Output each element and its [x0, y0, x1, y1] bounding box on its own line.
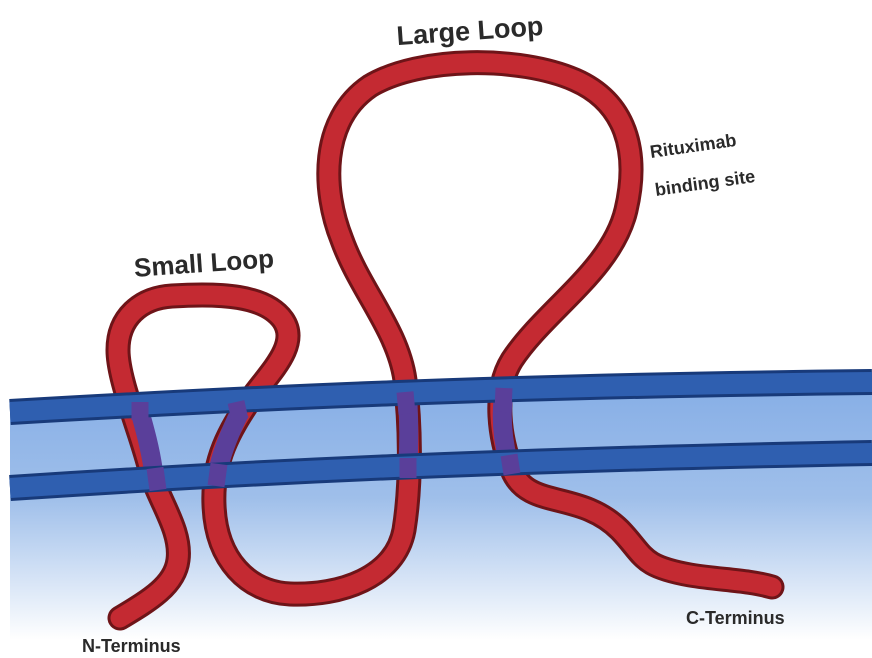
binding-site-label-line2: binding site: [654, 166, 757, 200]
n-terminus-label: N-Terminus: [82, 636, 181, 656]
small-loop-label: Small Loop: [133, 243, 275, 283]
binding-site-label-line1: Rituximab: [649, 130, 738, 162]
large-loop-label: Large Loop: [396, 11, 545, 51]
c-terminus-label: C-Terminus: [686, 608, 785, 628]
transmembrane-segment-1: [140, 412, 153, 468]
